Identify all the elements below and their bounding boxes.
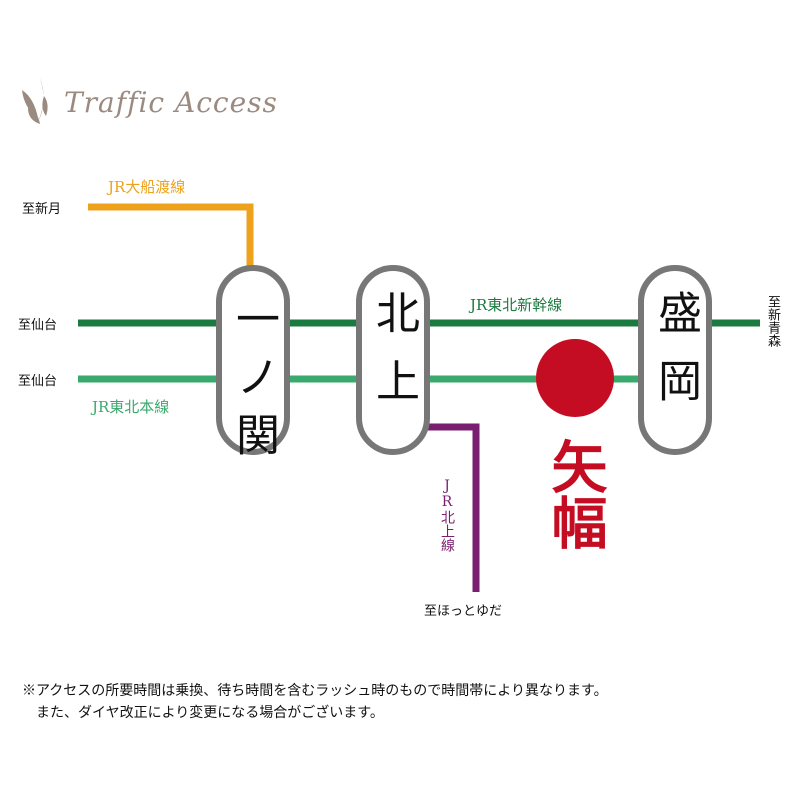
ofunato-line — [88, 203, 254, 270]
shinkansen-terminus-west: 至仙台 — [18, 318, 58, 333]
station-morioka: 盛岡 — [650, 290, 701, 426]
station-pill-morioka — [638, 265, 712, 455]
destination-marker — [536, 339, 614, 417]
honsen-terminus-west: 至仙台 — [18, 374, 58, 389]
ofunato-line-label: JR大船渡線 — [108, 178, 186, 196]
honsen-line-label: JR東北本線 — [92, 398, 170, 416]
shinkansen-line-label: JR東北新幹線 — [470, 296, 563, 314]
kitakami-line-label: JR北上線 — [439, 478, 455, 552]
access-note-2: また、ダイヤ改正により変更になる場合がございます。 — [22, 705, 384, 721]
station-ichinoseki: 一ノ関 — [228, 296, 279, 470]
ofunato-terminus: 至新月 — [22, 202, 62, 217]
access-note: ※アクセスの所要時間は乗換、待ち時間を含むラッシュ時のもので時間帯により異なりま… — [22, 683, 608, 699]
station-pill-kitakami — [356, 265, 430, 455]
page-title: Traffic Access — [64, 86, 278, 119]
shinkansen-terminus-east: 至新青森 — [765, 295, 780, 347]
kitakami-terminus: 至ほっとゆだ — [424, 604, 503, 619]
kitakami-line — [428, 423, 480, 592]
station-pill-ichinoseki — [216, 265, 290, 455]
leaf-ornament-icon — [22, 78, 48, 124]
destination-label: 矢幅 — [542, 438, 608, 550]
station-kitakami: 北上 — [368, 290, 419, 426]
